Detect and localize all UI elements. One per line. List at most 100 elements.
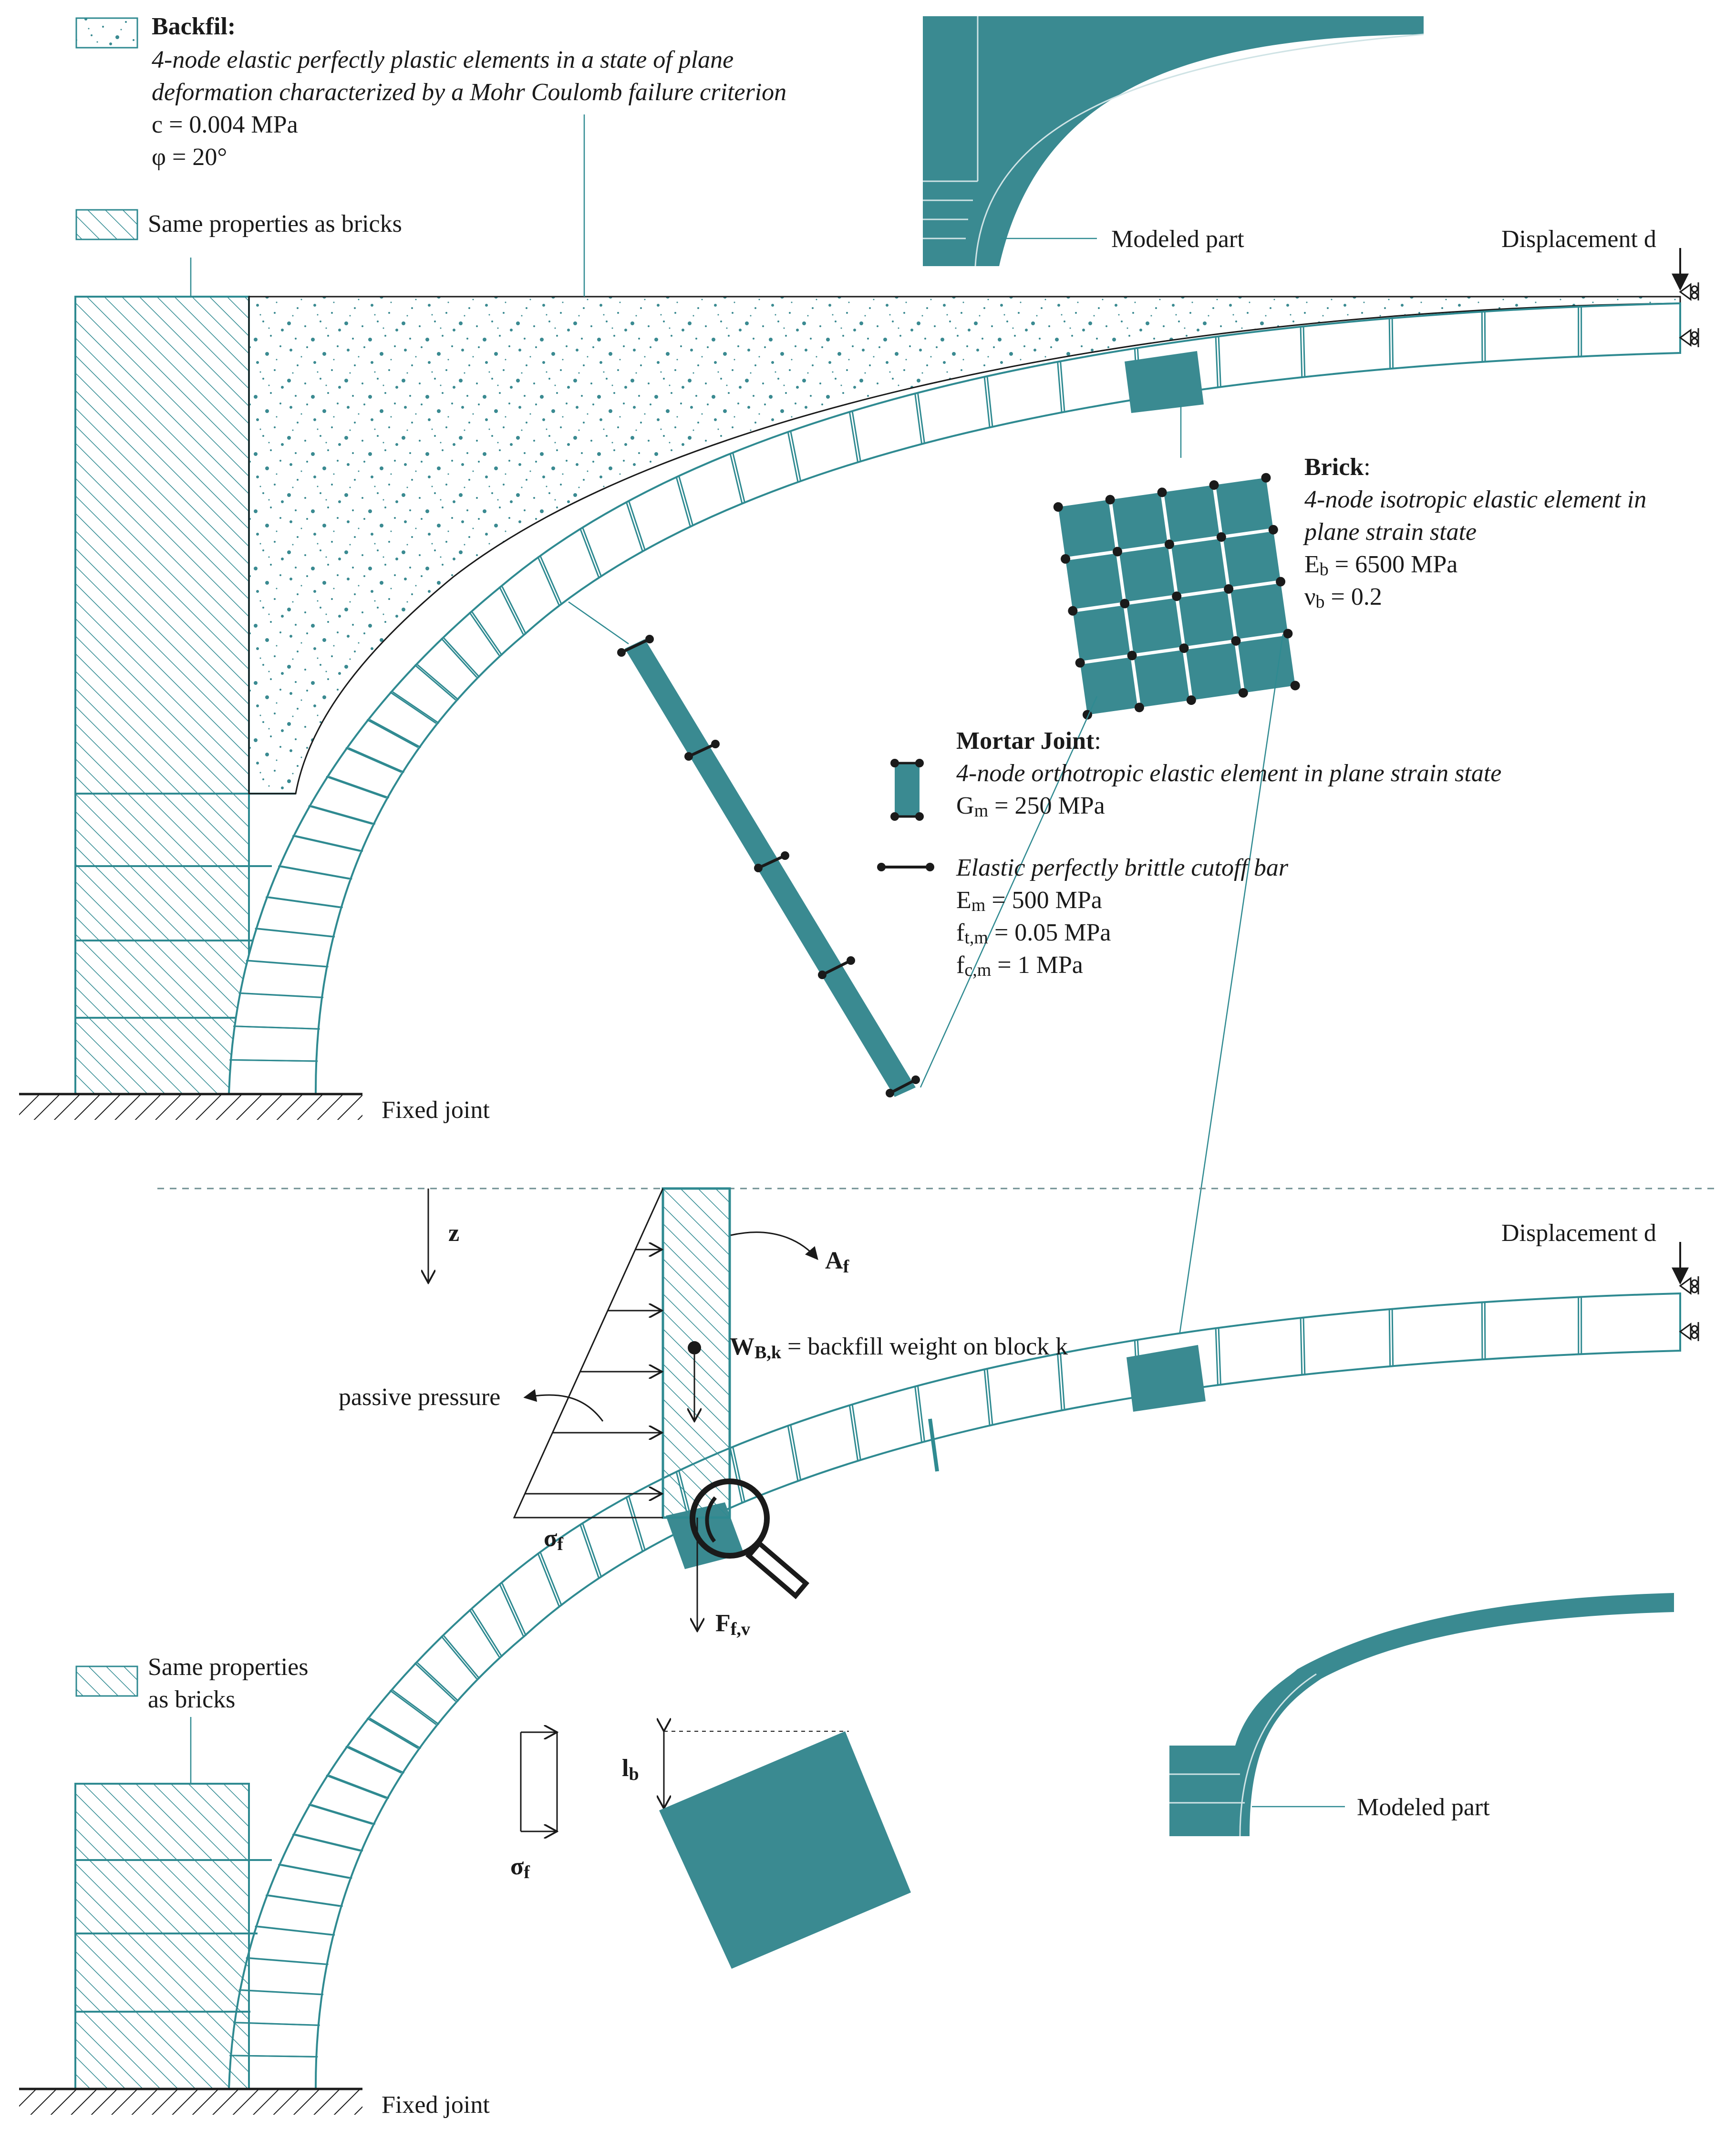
arch-joint-line [417,664,459,701]
arch-joint-line [540,1552,563,1606]
arch-joint-line [443,1635,480,1679]
arch-joint-line [498,586,524,635]
arch-joint-line [628,1496,646,1551]
arch-block-joints-bottom [229,1297,1582,2057]
brick-desc-1: 4-node isotropic elastic element in [1304,486,1646,513]
arch-joint-line [540,556,563,605]
arch-joint-line [1215,336,1219,387]
arch-joint-line [983,1369,991,1426]
arch-joint-line [1388,318,1391,369]
magnifier-icon [690,1478,810,1600]
mesh-node [1261,473,1271,483]
arch-joint-line [678,476,694,527]
brick-poisson: νb = 0.2 [1304,583,1382,612]
brick-colon: : [1364,454,1370,481]
arch-joint-line [729,1447,743,1503]
same-properties-label-bottom-2: as bricks [148,1686,235,1713]
mesh-node [1216,532,1226,542]
arch-joint-line [625,1496,643,1551]
arch-joint-line [787,431,799,482]
mesh-node [1276,577,1286,587]
arch-joint-line [348,1746,405,1774]
mesh-node [1231,636,1241,646]
modeled-part-label-bottom: Modeled part [1357,1794,1490,1821]
brick-modulus: Eb = 6500 MPa [1304,551,1457,579]
arch-joint-line [582,528,602,578]
arch-joint-line [389,1690,437,1725]
arch-joint-line [248,1957,329,1965]
arch-joint-line [281,865,352,880]
arch-joint-line [1300,1317,1303,1375]
mesh-node [1268,525,1278,535]
arch-joint-line [1302,326,1306,377]
arch-joint-line [1057,1354,1063,1410]
passive-pressure-diagram [513,1188,664,1519]
arch-joint-line [498,1583,524,1636]
arch-joint-line [579,528,599,578]
mesh-node [1120,599,1130,609]
passive-pressure-label: passive pressure [339,1384,500,1411]
z-label: z [448,1220,459,1247]
arch-joint-line [345,1746,402,1774]
cutoff-title: Elastic perfectly brittle cutoff bar [956,854,1289,881]
modeled-part-inset-bottom [1169,1593,1674,1837]
af-arrow [730,1231,818,1261]
arch-joint-line [1300,326,1303,377]
arch-joint-line [1391,1309,1394,1366]
arch-joint-line [417,1662,459,1702]
backfill-desc-2: deformation characterized by a Mohr Coul… [152,79,786,106]
arch-joint-line [295,1833,363,1852]
mesh-node [1283,629,1293,639]
mortar-title-group: Mortar Joint: [956,727,1101,755]
arch-joint-line [232,1059,318,1062]
modeled-part-inset-top [923,16,1424,267]
arch-joint-line [537,556,560,605]
arch-joint-line [329,1775,390,1799]
ground-hatch-top [19,1094,362,1120]
brick-title-group: Brick: [1304,454,1371,481]
fixed-joint-label-top: Fixed joint [382,1096,490,1124]
arch-joint-line [369,1717,422,1749]
sigma-f-small-label: σf [510,1853,530,1882]
arch-joint-line [366,719,419,748]
arch-joint-line [1060,1354,1065,1410]
brick-leader-right [1177,634,1284,1345]
mesh-node [1112,547,1122,557]
mesh-node [1172,591,1182,601]
arch-joint-line [1057,361,1063,413]
arch-joint-line [414,664,456,701]
arch-joint-line [675,476,691,527]
arch-joint-line [917,1386,926,1442]
mesh-node [1105,495,1115,505]
brick-title: Brick [1304,454,1364,481]
arch-joint-line [311,805,376,825]
arch-joint-line [329,775,390,799]
arch-joint-line [851,1405,861,1461]
arch-joint-line [468,1609,500,1658]
backfill-cohesion: c = 0.004 MPa [152,111,298,138]
arch-joint-line [236,2022,320,2026]
arch-joint-line [311,1804,376,1825]
arch-ring-top [227,302,1681,1095]
arch-joint-line [440,638,477,678]
arch-joint-line [248,960,329,968]
arch-joint-line [625,501,643,551]
arch-joint-line [1302,1317,1306,1375]
wbk-label: WB,k = backfill weight on block k [730,1333,1068,1363]
same-properties-label-bottom-1: Same properties [148,1654,308,1681]
arch-joint-line [914,393,923,444]
arch-joint-line [501,586,527,635]
mesh-node [1127,651,1137,661]
hatch-legend-swatch-bottom [75,1665,138,1697]
arch-joint-line [1060,361,1065,413]
arch-joint-line [443,638,480,678]
cutoff-compressive: fc,m = 1 MPa [956,951,1083,980]
arch-joint-line [986,376,993,427]
arch-joint-line [1388,1309,1391,1366]
arch-joint-line [268,896,343,909]
cutoff-bar-legend-icon [877,863,934,871]
arch-joint-line [790,431,802,482]
arch-joint-line [1215,1328,1219,1385]
arch-joint-line [392,1690,440,1725]
backfill-legend-swatch [75,17,138,49]
